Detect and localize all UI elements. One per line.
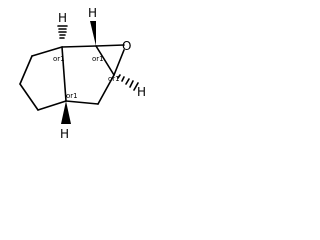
bond-c5-c4 [65, 100, 99, 105]
bond-c10-c4 [37, 100, 67, 111]
bond-c8-c9 [19, 55, 33, 85]
stereo-label-c3: or1 [108, 75, 120, 83]
bond-c9-c10 [19, 83, 39, 111]
bond-c3-o [113, 49, 125, 76]
wedge-bond-c2-h [90, 21, 96, 46]
bond-c1-c8 [31, 46, 63, 57]
bond-c1-c2 [61, 45, 97, 48]
bond-c2-o [95, 44, 125, 47]
bond-c3-c5 [97, 74, 115, 105]
stereo-label-c1: or1 [53, 55, 65, 63]
atom-hydrogen-top-right: H [88, 6, 97, 20]
hashed-bond-c3-h [117, 74, 139, 91]
wedge-bond-c4-h [61, 101, 71, 124]
stereo-label-c2: or1 [92, 55, 104, 63]
atom-oxygen: O [122, 39, 131, 53]
stereo-label-c4: or1 [66, 92, 78, 100]
chemical-structure-diagram: O H H H H or1 or1 or1 or1 [19, 6, 146, 141]
atom-hydrogen-right: H [137, 85, 146, 99]
hashed-bond-c1-h [57, 25, 68, 39]
bond-c2-c3 [95, 45, 115, 76]
atom-hydrogen-bottom: H [60, 127, 69, 141]
bond-c4-c1 [61, 46, 67, 102]
atom-hydrogen-top-left: H [58, 11, 67, 25]
